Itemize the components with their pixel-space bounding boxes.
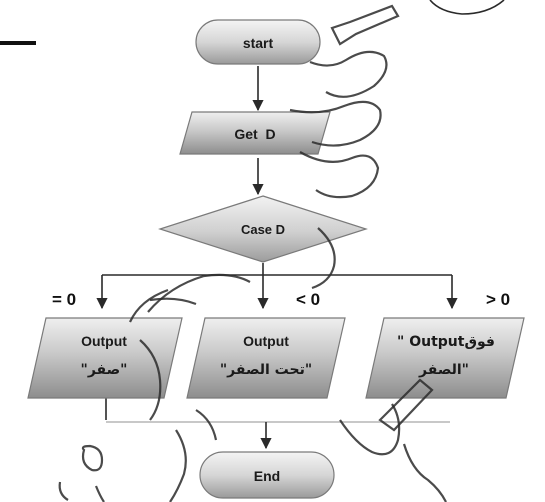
get-d-node: Get D	[179, 111, 331, 155]
output-pos-line2: الصفر"	[418, 362, 469, 378]
start-node: start	[195, 19, 321, 65]
corner-circle	[429, 0, 505, 15]
output-pos-line1: " Outputفوق	[397, 334, 495, 350]
end-label: End	[254, 468, 280, 484]
end-node: End	[199, 451, 335, 499]
output-neg-line2: "تحت الصفر"	[220, 362, 312, 378]
output-neg-node: Output "تحت الصفر"	[186, 317, 346, 399]
output-neg-line1: Output	[243, 333, 289, 349]
watermark-calligraphy	[58, 4, 447, 502]
branch-label-zero: = 0	[52, 290, 76, 309]
output-pos-node: " Outputفوق الصفر"	[365, 317, 525, 399]
corner-bar	[0, 41, 36, 45]
decision-node: Case D	[158, 195, 368, 263]
get-d-label: Get D	[234, 126, 275, 142]
branch-label-pos: > 0	[486, 290, 510, 309]
output-zero-node: Output "صفر"	[27, 317, 183, 399]
decision-label: Case D	[241, 222, 285, 237]
output-zero-line1: Output	[81, 333, 127, 349]
start-label: start	[243, 35, 274, 51]
output-zero-line2: "صفر"	[81, 362, 128, 378]
branch-label-neg: < 0	[296, 290, 320, 309]
